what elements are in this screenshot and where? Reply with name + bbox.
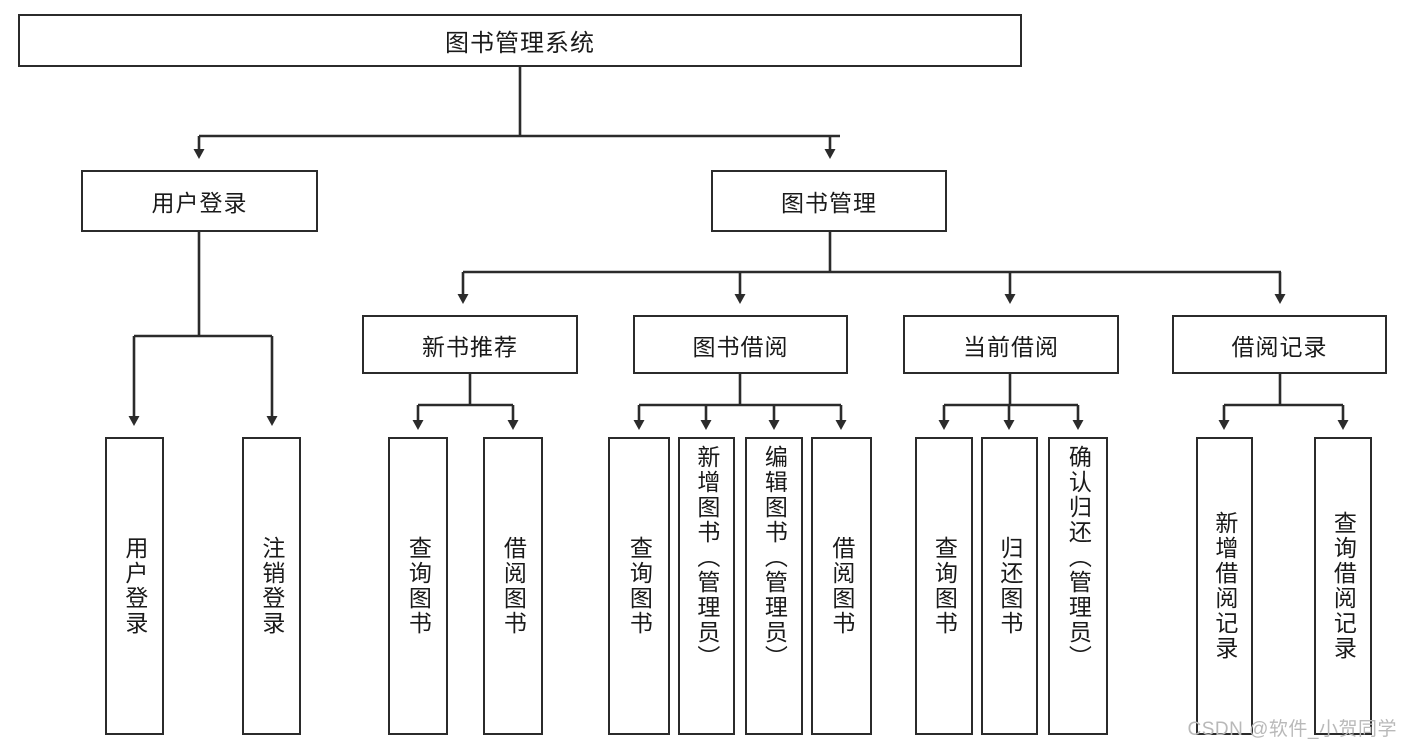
node-borrow-record[interactable]: 借阅记录 — [1172, 315, 1387, 374]
leaf-add-book-admin[interactable]: 新增图书（管理员） — [678, 437, 735, 735]
leaf-new-query-book[interactable]: 查询图书 — [388, 437, 448, 735]
leaf-user-logout-label: 注销登录 — [258, 536, 285, 636]
leaf-edit-book-admin-label: 编辑图书（管理员） — [761, 445, 788, 670]
node-user-login[interactable]: 用户登录 — [81, 170, 318, 232]
leaf-borrow-book-label: 借阅图书 — [828, 536, 855, 636]
leaf-borrow-query-book[interactable]: 查询图书 — [608, 437, 670, 735]
leaf-confirm-return-admin[interactable]: 确认归还（管理员） — [1048, 437, 1108, 735]
node-new-book-recommend[interactable]: 新书推荐 — [362, 315, 578, 374]
node-book-management-label: 图书管理 — [781, 190, 877, 216]
node-new-book-recommend-label: 新书推荐 — [422, 333, 518, 360]
leaf-borrow-query-book-label: 查询图书 — [626, 536, 653, 636]
leaf-new-borrow-book-label: 借阅图书 — [500, 536, 527, 636]
leaf-current-query-book-label: 查询图书 — [931, 536, 958, 636]
leaf-borrow-book[interactable]: 借阅图书 — [811, 437, 872, 735]
leaf-query-borrow-record[interactable]: 查询借阅记录 — [1314, 437, 1372, 735]
leaf-add-borrow-record[interactable]: 新增借阅记录 — [1196, 437, 1253, 735]
node-current-borrow-label: 当前借阅 — [963, 333, 1059, 360]
leaf-return-book[interactable]: 归还图书 — [981, 437, 1038, 735]
leaf-user-logout[interactable]: 注销登录 — [242, 437, 301, 735]
node-current-borrow[interactable]: 当前借阅 — [903, 315, 1119, 374]
leaf-query-borrow-record-label: 查询借阅记录 — [1330, 511, 1357, 661]
node-book-borrow[interactable]: 图书借阅 — [633, 315, 848, 374]
leaf-add-book-admin-label: 新增图书（管理员） — [693, 445, 720, 670]
leaf-user-login-label: 用户登录 — [121, 536, 148, 636]
leaf-confirm-return-admin-label: 确认归还（管理员） — [1065, 445, 1092, 670]
node-user-login-label: 用户登录 — [151, 190, 248, 216]
leaf-user-login[interactable]: 用户登录 — [105, 437, 164, 735]
leaf-current-query-book[interactable]: 查询图书 — [915, 437, 973, 735]
node-borrow-record-label: 借阅记录 — [1231, 333, 1328, 360]
leaf-new-borrow-book[interactable]: 借阅图书 — [483, 437, 543, 735]
leaf-add-borrow-record-label: 新增借阅记录 — [1211, 511, 1238, 661]
node-book-borrow-label: 图书借阅 — [692, 333, 789, 360]
node-root[interactable]: 图书管理系统 — [18, 14, 1022, 67]
node-book-management[interactable]: 图书管理 — [711, 170, 947, 232]
leaf-new-query-book-label: 查询图书 — [405, 536, 432, 636]
leaf-edit-book-admin[interactable]: 编辑图书（管理员） — [745, 437, 803, 735]
node-root-label: 图书管理系统 — [445, 30, 595, 57]
leaf-return-book-label: 归还图书 — [996, 536, 1023, 636]
